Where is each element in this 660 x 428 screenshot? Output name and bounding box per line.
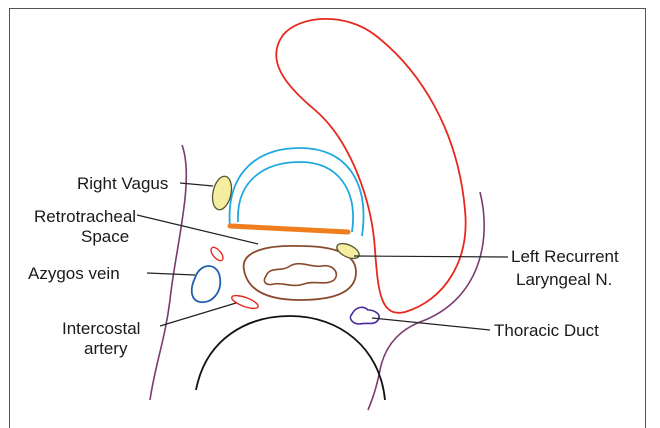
label-intercostal-line1: Intercostal bbox=[62, 319, 140, 338]
trachealis-muscle bbox=[230, 226, 348, 232]
label-retrotracheal-line1: Retrotracheal bbox=[34, 207, 136, 226]
small-vessel bbox=[209, 245, 225, 262]
label-left-recurrent-line1: Left Recurrent bbox=[511, 247, 619, 266]
azygos-leader bbox=[147, 273, 195, 275]
label-right-vagus: Right Vagus bbox=[77, 174, 168, 193]
esophagus-outer bbox=[244, 246, 356, 300]
left-pleura bbox=[368, 192, 484, 410]
esophagus-lumen bbox=[264, 264, 336, 286]
thoracic-duct bbox=[350, 307, 379, 324]
trachea-inner-ring bbox=[238, 162, 353, 232]
label-intercostal-line2: artery bbox=[84, 339, 128, 358]
intercostal-artery bbox=[230, 293, 259, 311]
label-left-recurrent-line2: Laryngeal N. bbox=[516, 270, 612, 289]
azygos-vein bbox=[192, 266, 221, 302]
thoracic-duct-leader bbox=[372, 318, 490, 330]
aortic-arch-outline bbox=[276, 19, 465, 313]
intercostal-leader bbox=[160, 303, 236, 326]
vertebral-body bbox=[196, 316, 385, 400]
label-azygos-vein: Azygos vein bbox=[28, 264, 120, 283]
label-thoracic-duct: Thoracic Duct bbox=[494, 321, 599, 340]
left-recurrent-laryngeal-nerve bbox=[335, 240, 362, 261]
left-recurrent-leader bbox=[354, 256, 508, 257]
label-retrotracheal-line2: Space bbox=[81, 227, 129, 246]
right-vagus-leader bbox=[180, 183, 213, 186]
retrotracheal-leader bbox=[137, 215, 258, 244]
